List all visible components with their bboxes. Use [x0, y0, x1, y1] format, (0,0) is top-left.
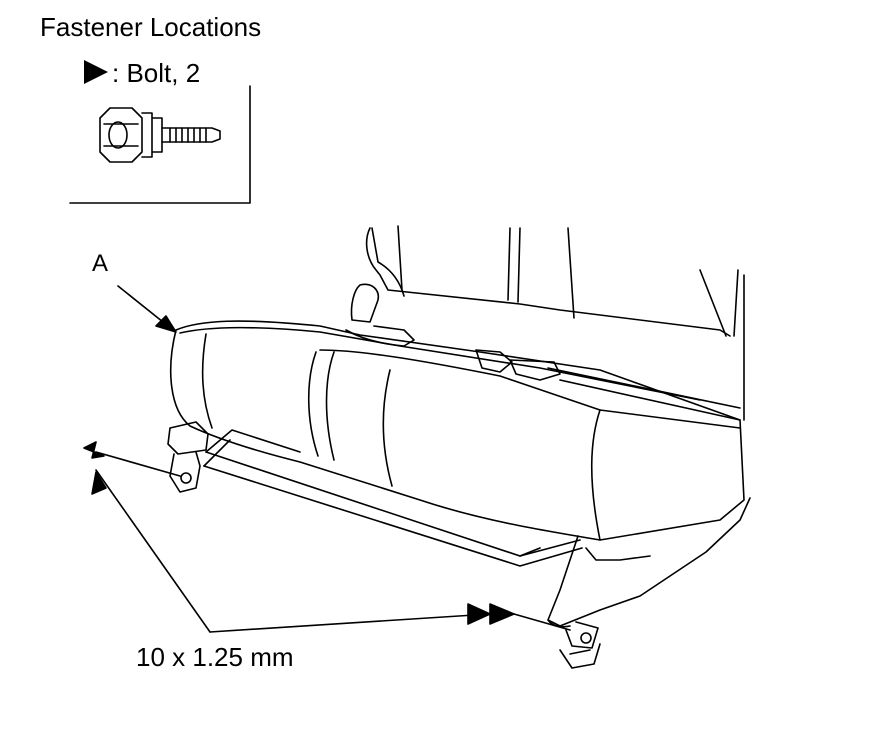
leader-arrowhead-right	[467, 603, 491, 625]
bracket-right	[547, 497, 751, 669]
callout-label-a: A	[92, 250, 109, 277]
legend: : Bolt, 2	[84, 58, 200, 89]
bolt-spec-label: 10 x 1.25 mm	[136, 642, 294, 672]
bolt-icon	[99, 107, 221, 163]
legend-label: : Bolt, 2	[112, 58, 201, 88]
bolt-marker-icon	[84, 60, 108, 84]
bolt-detail-inset	[69, 85, 251, 204]
seat-back	[365, 225, 745, 421]
bolt-marker-right	[489, 603, 515, 625]
callout-arrows	[83, 285, 571, 633]
bracket-left	[167, 421, 209, 493]
seat-frame-rail	[203, 429, 583, 567]
leader-arrowhead-up	[91, 471, 107, 495]
seat-cushion	[169, 320, 745, 541]
diagram-title: Fastener Locations	[40, 12, 262, 42]
